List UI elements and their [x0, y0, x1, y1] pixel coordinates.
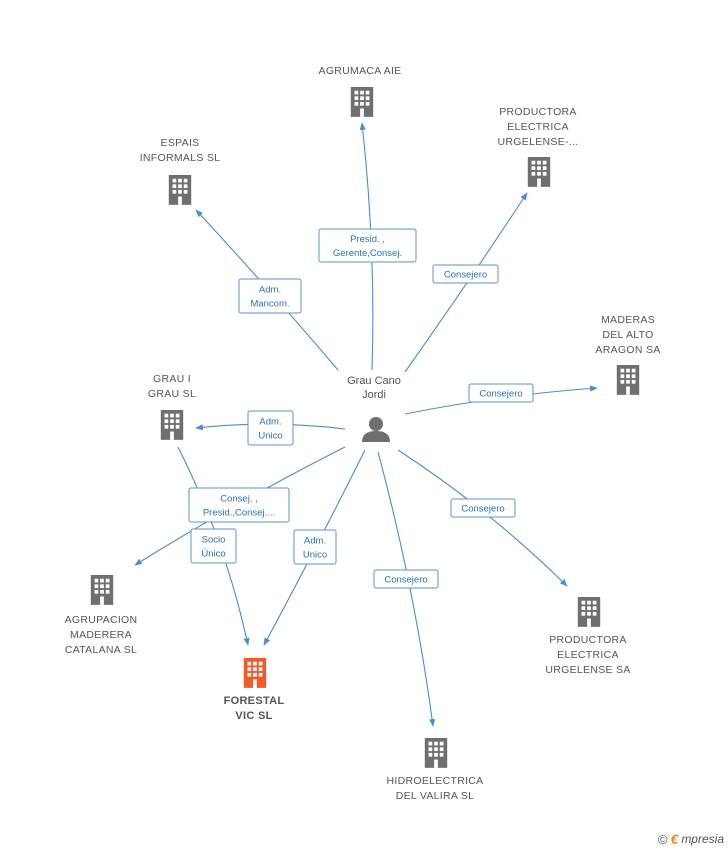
building-icon — [616, 365, 640, 395]
node-label-line: AGRUMACA AIE — [319, 65, 402, 77]
building-icon — [424, 738, 448, 768]
edge-label-hidro[interactable]: Consejero — [373, 569, 439, 589]
edge-label-agrumaca[interactable]: Presid. , Gerente,Consej. — [318, 228, 417, 263]
node-label-line: INFORMALS SL — [140, 152, 221, 164]
node-agrumaca[interactable]: AGRUMACA AIE — [319, 65, 402, 117]
node-agrupacion-maderera[interactable]: AGRUPACION MADERERA CATALANA SL — [65, 575, 138, 656]
edge-labels: Presid. , Gerente,Consej. Consejero Adm. M… — [188, 228, 534, 589]
edges — [134, 122, 598, 727]
edge-label-box — [238, 278, 302, 314]
building-icon — [168, 175, 192, 205]
person-icon — [362, 417, 390, 442]
node-productora-urgelense-dots[interactable]: PRODUCTORA ELECTRICA URGELENSE-... — [498, 106, 579, 187]
edge-label-line: Consejero — [384, 575, 427, 586]
person-grau-cano-jordi[interactable]: Grau Cano Jordi — [347, 375, 401, 442]
edge-label-line: Unico — [303, 550, 327, 561]
copyright-footer: © €mpresia — [658, 831, 724, 847]
person-name-line-2: Jordi — [362, 389, 386, 401]
building-icon — [577, 597, 601, 627]
node-label-line: PRODUCTORA — [499, 106, 576, 118]
edge-label-line: Adm. — [259, 417, 281, 428]
edge-label-line: Mancom. — [250, 299, 289, 310]
node-label-line: VIC SL — [235, 710, 272, 722]
node-label-line: ELECTRICA — [557, 649, 619, 661]
node-label-line: ELECTRICA — [507, 121, 569, 133]
node-label-line: URGELENSE SA — [545, 664, 630, 676]
node-label-line: MADERAS — [601, 314, 655, 326]
node-grau-i-grau[interactable]: GRAU I GRAU SL — [148, 373, 196, 440]
edge-label-box — [247, 410, 294, 446]
node-label-line: AGRUPACION — [65, 614, 138, 626]
edge-label-box — [293, 529, 337, 565]
node-label-line: GRAU I — [153, 373, 191, 385]
node-maderas-alto-aragon[interactable]: MADERAS DEL ALTO ARAGON SA — [595, 314, 660, 395]
edge-label-forestal[interactable]: Adm. Unico — [293, 529, 337, 565]
node-label-line: CATALANA SL — [65, 644, 137, 656]
building-icon — [243, 658, 267, 688]
node-forestal-vic[interactable]: FORESTAL VIC SL — [224, 658, 285, 722]
building-icon — [527, 157, 551, 187]
edge-label-espais[interactable]: Adm. Mancom. — [238, 278, 302, 314]
edge-label-line: Consej. , — [220, 494, 258, 505]
copyright-symbol: © — [657, 831, 668, 847]
edge-label-box — [373, 569, 439, 589]
node-label-line: URGELENSE-... — [498, 136, 579, 148]
brand-logo-initial: € — [670, 831, 679, 847]
node-espais-informals[interactable]: ESPAIS INFORMALS SL — [140, 137, 221, 205]
node-label-line: PRODUCTORA — [549, 634, 626, 646]
edge-line-hidro — [377, 451, 436, 727]
edge-label-productora-dots[interactable]: Consejero — [432, 264, 499, 284]
edge-label-box — [432, 264, 499, 284]
building-icon — [160, 410, 184, 440]
edge-label-line: Consejero — [444, 270, 487, 281]
edge-label-agrupacion[interactable]: Consej. , Presid.,Consej.... — [188, 487, 290, 523]
node-label-line: ARAGON SA — [595, 344, 660, 356]
edge-label-line: Consejero — [461, 504, 504, 515]
edge-label-line: Presid.,Consej.... — [203, 508, 275, 519]
building-icon — [90, 575, 114, 605]
edge-label-box — [450, 498, 516, 518]
node-label-line: ESPAIS — [161, 137, 200, 149]
edge-label-maderas[interactable]: Consejero — [468, 383, 534, 403]
brand-logo-rest: mpresia — [681, 832, 724, 846]
node-label-line: DEL ALTO — [602, 329, 653, 341]
node-label-line: FORESTAL — [224, 695, 285, 707]
edge-label-box — [188, 487, 290, 523]
node-label-line: MADERERA — [70, 629, 132, 641]
edge-label-line: Socio — [202, 535, 226, 546]
node-label-line: HIDROELECTRICA — [387, 775, 484, 787]
edge-label-grau[interactable]: Adm. Unico — [247, 410, 294, 446]
edge-label-line: Adm. — [304, 536, 326, 547]
edge-label-box — [468, 383, 534, 403]
edge-line-productora — [397, 449, 568, 587]
edge-label-line: Consejero — [479, 389, 522, 400]
edge-label-line: Adm. — [259, 285, 281, 296]
edge-label-productora[interactable]: Consejero — [450, 498, 516, 518]
node-label-line: DEL VALIRA SL — [396, 790, 475, 802]
node-productora-urgelense[interactable]: PRODUCTORA ELECTRICA URGELENSE SA — [545, 597, 630, 676]
edge-label-line: Gerente,Consej. — [333, 248, 402, 259]
node-label-line: GRAU SL — [148, 388, 196, 400]
edge-label-line: Único — [201, 549, 225, 560]
edge-label-line: Unico — [258, 431, 282, 442]
node-hidroelectrica-valira[interactable]: HIDROELECTRICA DEL VALIRA SL — [387, 738, 484, 802]
person-name-line-1: Grau Cano — [347, 375, 401, 387]
edge-label-line: Presid. , — [350, 234, 385, 245]
building-icon — [350, 87, 374, 117]
edge-label-box — [190, 528, 237, 564]
edge-label-box — [318, 228, 417, 263]
nodes: AGRUMACA AIE PRODUCTORA ELECTRICA URGELENS… — [65, 65, 661, 802]
